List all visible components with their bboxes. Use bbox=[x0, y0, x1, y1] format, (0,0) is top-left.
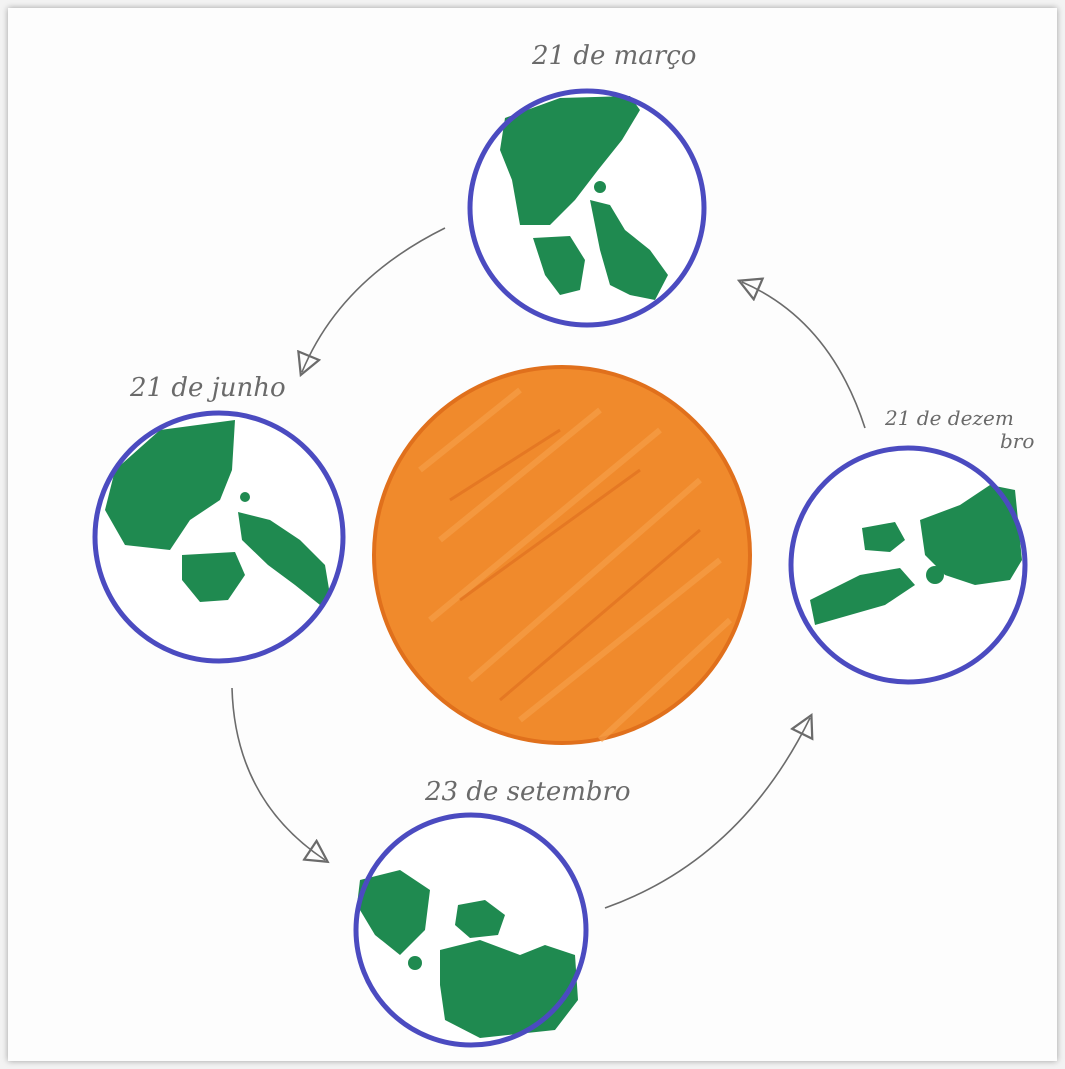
land-mass bbox=[590, 200, 668, 300]
land-mass bbox=[357, 870, 430, 955]
arrow-right-to-top bbox=[742, 282, 866, 429]
land-mass bbox=[455, 900, 505, 938]
land-mass bbox=[862, 522, 905, 552]
earth-left bbox=[92, 410, 346, 664]
land-mass bbox=[920, 485, 1022, 585]
label-left: 21 de junho bbox=[129, 373, 286, 403]
arrow-left-to-bottom bbox=[231, 687, 325, 860]
arrow-bottom-to-right bbox=[604, 718, 810, 909]
label-right-line1: 21 de dezem bbox=[884, 406, 1014, 430]
label-bottom: 23 de setembro bbox=[424, 777, 631, 807]
orbit-arrows bbox=[231, 227, 866, 909]
label-top: 21 de março bbox=[531, 41, 696, 71]
land-mass bbox=[500, 96, 640, 225]
land-mass bbox=[440, 940, 578, 1038]
earth-bottom bbox=[353, 812, 589, 1048]
land-mass bbox=[533, 236, 585, 295]
land-mass bbox=[238, 512, 330, 605]
land-mass bbox=[810, 568, 915, 625]
label-right-line2: bro bbox=[1000, 429, 1034, 453]
sun bbox=[372, 365, 752, 745]
land-mass bbox=[182, 552, 245, 602]
earth-right bbox=[788, 445, 1028, 685]
arrow-top-to-left bbox=[302, 227, 446, 372]
earth-top bbox=[467, 88, 707, 328]
land-mass bbox=[105, 420, 235, 550]
